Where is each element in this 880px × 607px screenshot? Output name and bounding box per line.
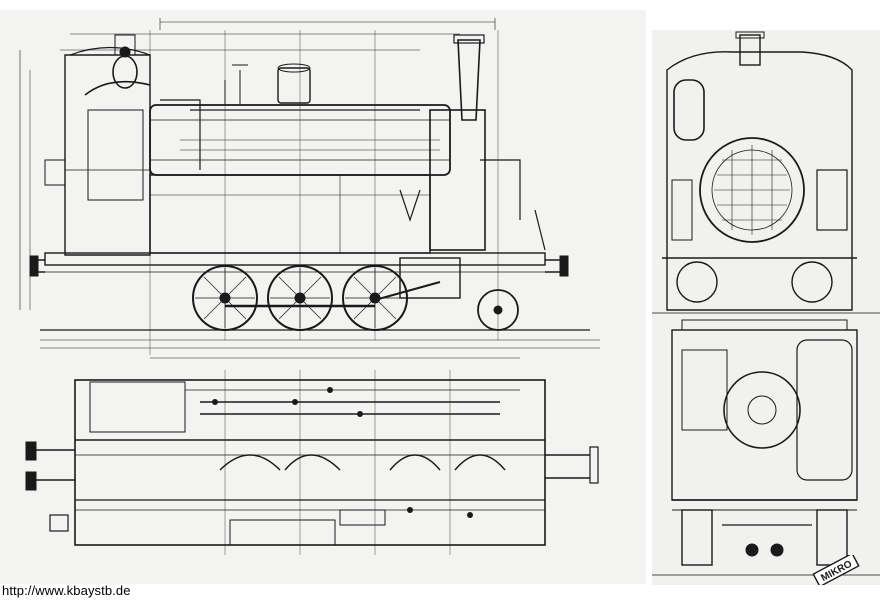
drawing-sheet-end-views <box>652 30 880 585</box>
front-end-view <box>652 31 880 314</box>
mikro-stamp-graphic: MIKRO <box>812 555 860 585</box>
drawing-sheet-main <box>0 10 646 584</box>
side-and-plan-drawing <box>19 18 600 555</box>
rear-end-view <box>652 319 880 576</box>
end-views-drawing <box>652 31 880 576</box>
source-url[interactable]: http://www.kbaystb.de <box>2 583 131 598</box>
mikro-stamp: MIKRO <box>810 555 862 585</box>
side-elevation <box>19 18 600 355</box>
plan-view <box>25 370 599 555</box>
